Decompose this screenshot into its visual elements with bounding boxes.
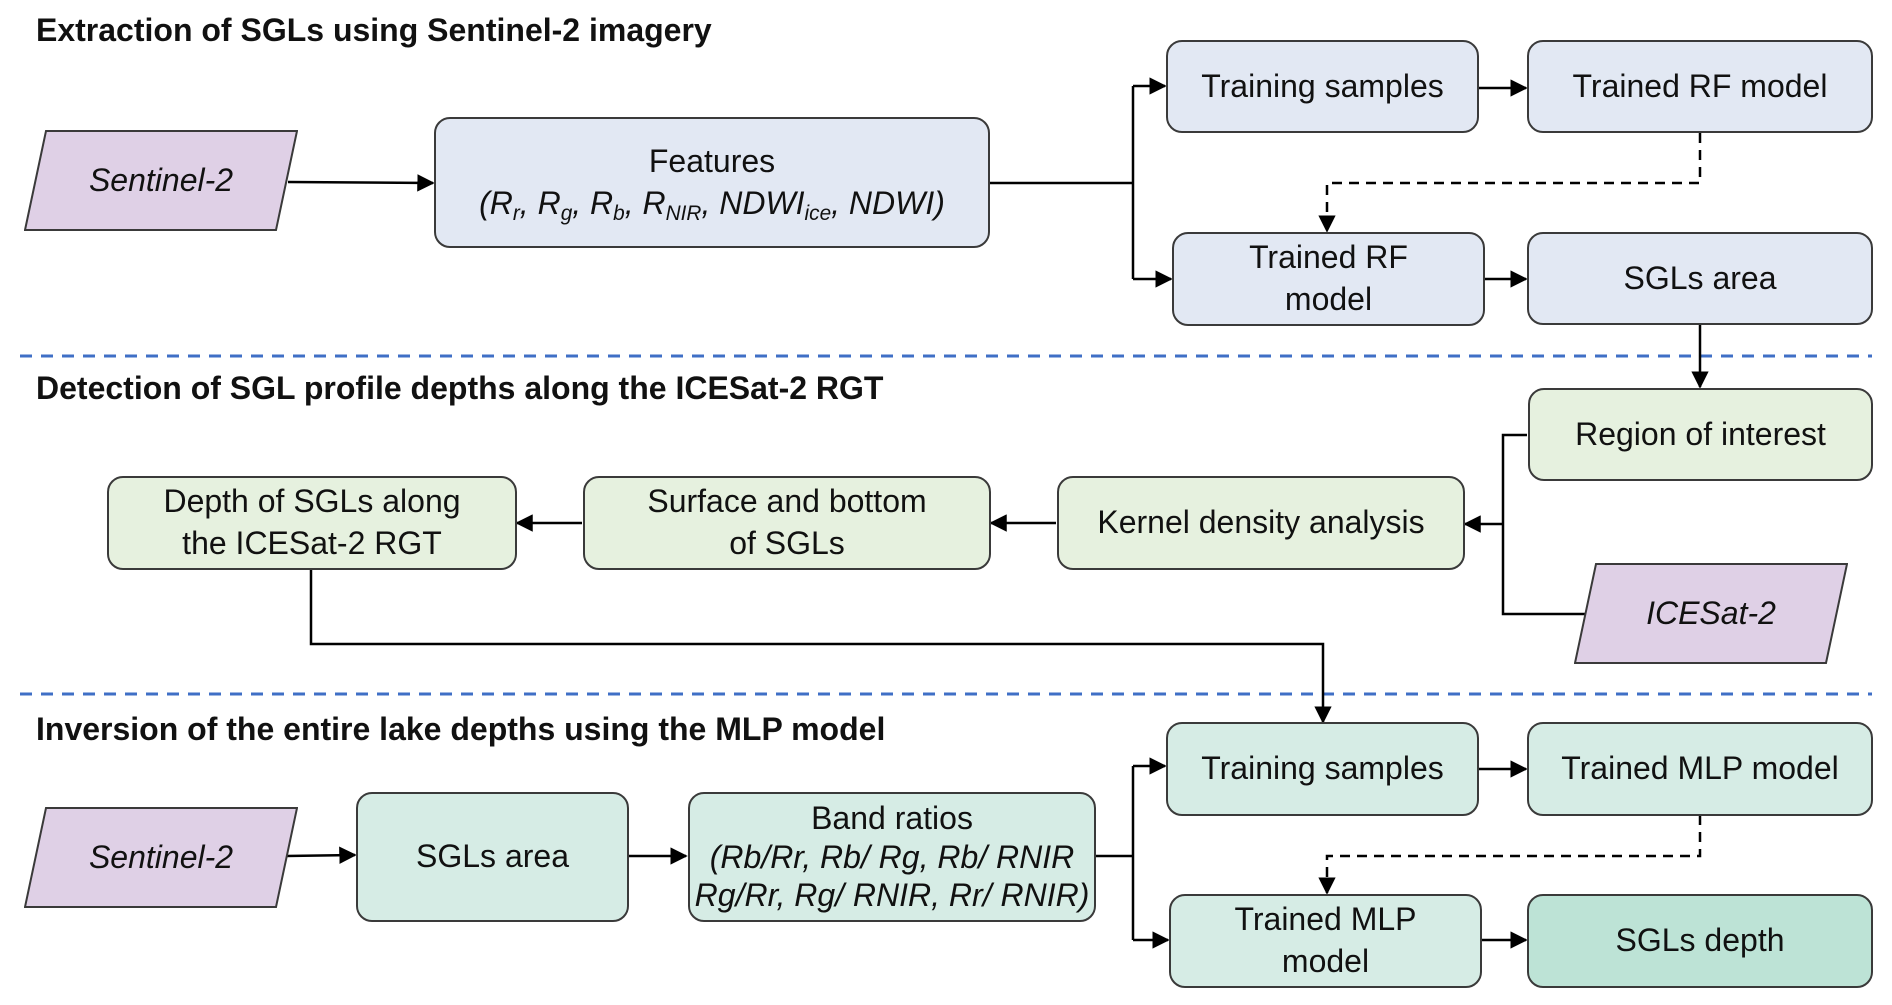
trained-mlp-model-box-lower: Trained MLP model — [1169, 894, 1482, 988]
kernel-density-box: Kernel density analysis — [1057, 476, 1465, 570]
region-of-interest-box: Region of interest — [1528, 388, 1873, 481]
depth-line2: the ICESat-2 RGT — [182, 525, 442, 561]
sentinel-2-label-1: Sentinel-2 — [88, 162, 234, 198]
arrow-s3-input-area — [285, 846, 357, 864]
features-title: Features — [648, 142, 776, 179]
trained-mlp-line2: model — [1281, 943, 1370, 979]
icesat-2-input: ICESat-2 — [1574, 563, 1848, 664]
arrow-s1-input-features — [287, 174, 435, 192]
section-3-title: Inversion of the entire lake depths usin… — [36, 711, 886, 747]
features-box: Features (Rr, Rg, Rb, RNIR, NDWIice, NDW… — [434, 117, 990, 248]
surface-bottom-line2: of SGLs — [729, 525, 845, 561]
trained-mlp-line1: Trained MLP — [1234, 901, 1417, 938]
band-ratios-line1: (Rb/Rr, Rb/ Rg, Rb/ RNIR — [709, 838, 1075, 875]
features-formula: (Rr, Rg, Rb, RNIR, NDWIice, NDWI) — [479, 184, 945, 225]
band-ratios-title: Band ratios — [811, 800, 973, 837]
trained-rf-model-box-lower: Trained RF model — [1172, 232, 1485, 326]
depth-line1: Depth of SGLs along — [163, 483, 461, 520]
surface-bottom-box: Surface and bottom of SGLs — [583, 476, 991, 570]
sentinel-2-input-2: Sentinel-2 — [24, 807, 298, 908]
sentinel-2-input-1: Sentinel-2 — [24, 130, 298, 231]
trained-mlp-model-box-top: Trained MLP model — [1527, 722, 1873, 816]
sentinel-2-label-2: Sentinel-2 — [88, 839, 234, 875]
trained-rf-model-box-top: Trained RF model — [1527, 40, 1873, 133]
dashed-rf-to-rf — [1318, 133, 1702, 233]
band-ratios-line2: Rg/Rr, Rg/ RNIR, Rr/ RNIR) — [694, 877, 1090, 914]
surface-bottom-line1: Surface and bottom — [647, 483, 927, 520]
trained-rf-line2: model — [1284, 281, 1373, 317]
icesat-2-label: ICESat-2 — [1646, 595, 1776, 631]
depth-along-rgt-box: Depth of SGLs along the ICESat-2 RGT — [107, 476, 517, 570]
sgls-area-box-3: SGLs area — [356, 792, 629, 922]
band-ratios-box: Band ratios (Rb/Rr, Rb/ Rg, Rb/ RNIR Rg/… — [688, 792, 1096, 922]
sgls-depth-box: SGLs depth — [1527, 894, 1873, 988]
dashed-mlp-to-mlp — [1318, 815, 1702, 895]
section-2-title: Detection of SGL profile depths along th… — [36, 370, 884, 406]
section-1-title: Extraction of SGLs using Sentinel-2 imag… — [36, 12, 712, 48]
training-samples-box-1: Training samples — [1166, 40, 1479, 133]
training-samples-box-3: Training samples — [1166, 722, 1479, 816]
line-depth-to-training — [309, 568, 1332, 724]
trained-rf-line1: Trained RF — [1249, 239, 1408, 276]
sgls-area-box-1: SGLs area — [1527, 232, 1873, 325]
